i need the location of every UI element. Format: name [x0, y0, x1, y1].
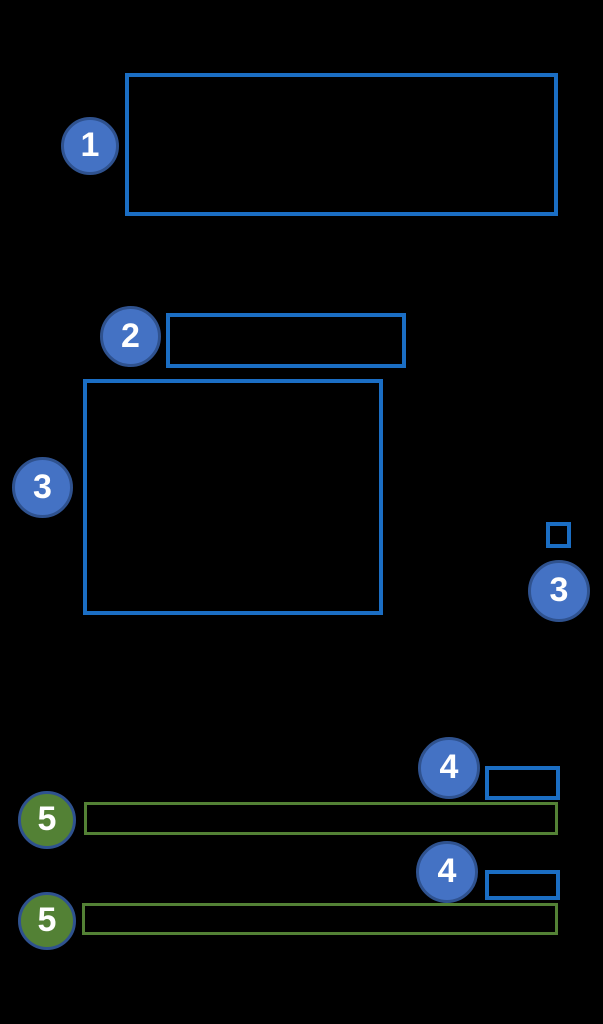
callout-number: 5: [37, 800, 57, 838]
callout-badge-1: 1: [61, 117, 119, 175]
callout-number: 4: [437, 852, 457, 890]
region-step1: [125, 73, 558, 216]
region-step4-top: [485, 766, 560, 800]
region-step3-small: [546, 522, 571, 548]
callout-number: 3: [33, 467, 52, 506]
callout-number: 2: [121, 316, 140, 355]
region-step5-bottom: [82, 903, 558, 935]
region-step5-top: [84, 802, 558, 835]
callout-number: 3: [549, 571, 569, 609]
callout-badge-5-top: 5: [18, 791, 76, 849]
callout-number: 1: [80, 126, 100, 164]
callout-badge-5-bottom: 5: [18, 892, 76, 950]
callout-number: 4: [439, 748, 459, 786]
callout-badge-2: 2: [100, 306, 161, 367]
region-step2: [166, 313, 406, 368]
callout-badge-4-bottom: 4: [416, 841, 478, 903]
region-step4-bottom: [485, 870, 560, 900]
callout-badge-4-top: 4: [418, 737, 480, 799]
callout-badge-3-right: 3: [528, 560, 590, 622]
callout-number: 5: [37, 901, 57, 939]
region-step3-large: [83, 379, 383, 615]
callout-badge-3-left: 3: [12, 457, 73, 518]
